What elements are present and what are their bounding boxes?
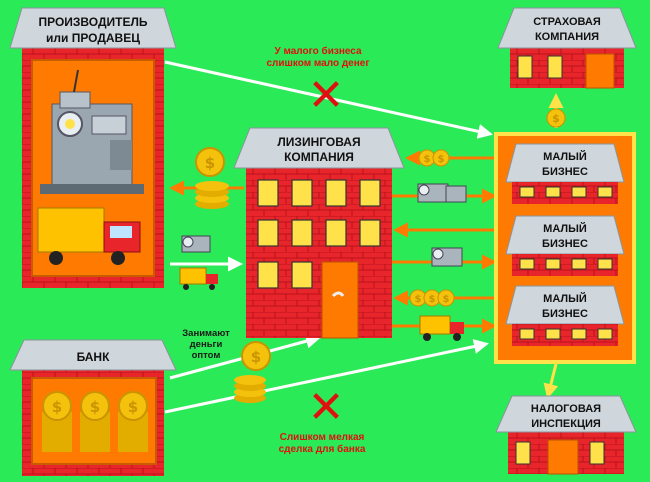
svg-text:$: $	[90, 398, 100, 416]
svg-text:$: $	[424, 154, 431, 165]
leasing-label-line2: КОМПАНИЯ	[284, 150, 354, 164]
svg-text:БИЗНЕС: БИЗНЕС	[542, 238, 588, 250]
machine-icon	[431, 247, 463, 267]
svg-text:$: $	[552, 112, 560, 125]
svg-text:МАЛЫЙ: МАЛЫЙ	[543, 150, 587, 163]
insurance-company-building: СТРАХОВАЯ КОМПАНИЯ	[497, 7, 637, 89]
producer-label-line2: или ПРОДАВЕЦ	[46, 31, 140, 45]
note-borrow-line2: деньги	[190, 339, 223, 350]
arrow-producer-to-smallbiz	[164, 60, 493, 139]
coin-icon: $	[546, 108, 566, 128]
truck-icon	[37, 207, 141, 265]
leasing-label-line1: ЛИЗИНГОВАЯ	[277, 135, 360, 149]
note-not-enough-money-line1: У малого бизнеса	[274, 45, 362, 57]
coin-stack-icon: $	[195, 147, 229, 209]
svg-text:МАЛЫЙ: МАЛЫЙ	[543, 292, 587, 305]
note-not-enough-money-line2: слишком мало денег	[266, 58, 369, 69]
truck-icon	[419, 315, 464, 341]
svg-text:$: $	[128, 398, 138, 416]
svg-text:$: $	[438, 154, 445, 165]
coin-stack-icon: $	[234, 341, 271, 403]
bank-building: БАНК $ $ $	[9, 339, 177, 476]
coin-chain-icon: $ $ $	[409, 289, 455, 307]
svg-text:БИЗНЕС: БИЗНЕС	[542, 166, 588, 178]
small-business-cluster: МАЛЫЙ БИЗНЕС МАЛЫЙ БИЗНЕС МАЛЫЙ БИЗНЕС	[494, 132, 636, 364]
leasing-company-building: ЛИЗИНГОВАЯ КОМПАНИЯ	[233, 127, 405, 339]
small-business-building-3: МАЛЫЙ БИЗНЕС	[505, 285, 625, 346]
svg-text:$: $	[52, 398, 62, 416]
producer-roof	[9, 7, 177, 49]
leasing-roof	[233, 127, 405, 169]
svg-text:БИЗНЕС: БИЗНЕС	[542, 308, 588, 320]
leasing-door	[321, 261, 359, 339]
producer-building: ПРОИЗВОДИТЕЛЬ или ПРОДАВЕЦ	[9, 7, 177, 288]
producer-label-line1: ПРОИЗВОДИТЕЛЬ	[38, 15, 147, 29]
machine-icon	[417, 183, 467, 203]
svg-text:$: $	[251, 348, 261, 366]
tax-label-line1: НАЛОГОВАЯ	[531, 403, 601, 415]
machine-tool-icon	[40, 69, 144, 194]
cross-icon: ✕	[308, 382, 345, 433]
leasing-windows	[257, 179, 381, 289]
svg-text:$: $	[415, 294, 422, 305]
small-business-building-2: МАЛЫЙ БИЗНЕС	[505, 215, 625, 276]
bank-label: БАНК	[77, 350, 111, 364]
svg-text:$: $	[443, 294, 450, 305]
coin-chain-icon: $ $	[418, 149, 450, 167]
note-too-small-line1: Слишком мелкая	[280, 432, 365, 443]
machine-icon	[181, 235, 211, 253]
coin-stacks-icon: $ $ $	[42, 391, 148, 452]
insurance-label-line2: КОМПАНИЯ	[535, 31, 599, 43]
note-borrow-line3: оптом	[192, 350, 221, 361]
truck-icon	[179, 267, 218, 290]
arrow-smallbiz-to-tax	[543, 363, 559, 399]
arrow-bank-to-smallbiz	[164, 339, 489, 414]
small-business-building-1: МАЛЫЙ БИЗНЕС	[505, 143, 625, 204]
coin-symbol: $	[205, 154, 215, 172]
insurance-label-line1: СТРАХОВАЯ	[533, 16, 601, 28]
cross-icon: ✕	[308, 70, 345, 121]
svg-text:МАЛЫЙ: МАЛЫЙ	[543, 222, 587, 235]
tax-label-line2: ИНСПЕКЦИЯ	[531, 418, 601, 430]
note-too-small-line2: сделка для банка	[279, 443, 366, 455]
note-borrow-line1: Занимают	[182, 328, 230, 339]
svg-text:$: $	[429, 294, 436, 305]
tax-inspection-building: НАЛОГОВАЯ ИНСПЕКЦИЯ	[495, 395, 637, 475]
